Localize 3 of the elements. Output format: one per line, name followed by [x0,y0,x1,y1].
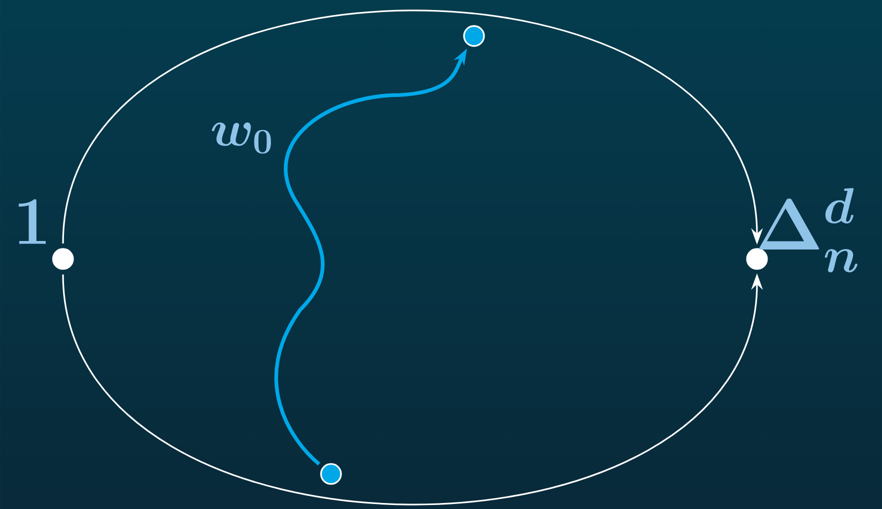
point-label: $\Delta_n^d$ [759,188,858,272]
edge-label: $w_0$ [212,122,271,154]
point-label: $1$ [18,199,46,244]
